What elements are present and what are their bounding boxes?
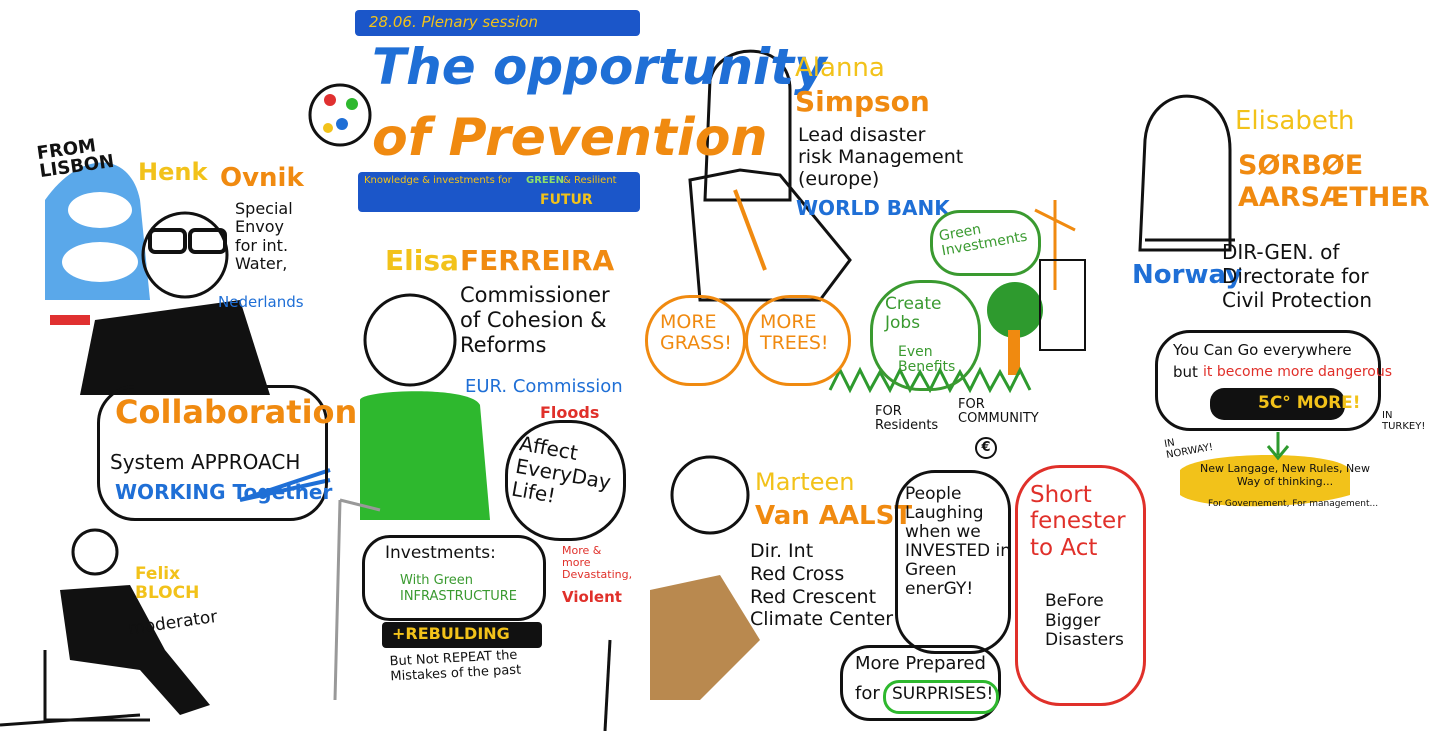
rebuilding-label: +REBULDING	[392, 624, 510, 643]
trees-text: MORE TREES!	[760, 311, 829, 354]
marteen-head	[670, 455, 750, 535]
henk-suit	[80, 300, 270, 395]
henk-head	[141, 211, 229, 299]
subtitle-banner: Knowledge & investments for GREEN & Resi…	[358, 172, 640, 212]
felix-name: Felix BLOCH	[135, 564, 200, 603]
felix-suit	[60, 585, 210, 715]
globe-icon	[308, 83, 372, 147]
marteen-jacket	[650, 575, 760, 700]
in-turkey-text: IN TURKEY!	[1382, 410, 1426, 432]
short-window-text: Short fenester to Act	[1030, 482, 1126, 561]
even-benefits-text: Even Benefits	[898, 344, 956, 376]
investments-title: Investments:	[385, 543, 496, 563]
new-ways-text: New Langage, New Rules, New Way of think…	[1200, 462, 1370, 489]
laughing-text: People Laughing when we INVESTED in Gree…	[905, 484, 1012, 600]
down-arrow-icon	[1266, 432, 1290, 461]
elisa-role: Commissioner of Cohesion & Reforms	[460, 283, 610, 358]
collaboration-title: Collaboration	[115, 393, 358, 431]
investments-bubble	[362, 535, 546, 621]
session-label: 28.06. Plenary session	[369, 13, 538, 31]
prepared-text: More Prepared	[855, 653, 986, 674]
elisabeth-last-name: SØRBØE AARSÆTHER	[1238, 150, 1429, 214]
violent-text-a: More & more Devastating,	[562, 544, 633, 582]
investments-green: With Green INFRASTRUCTURE	[400, 573, 517, 604]
grass-text: MORE GRASS!	[660, 311, 732, 354]
page-title-line1: The opportunity	[372, 38, 827, 96]
before-disasters-text: BeFore Bigger Disasters	[1045, 591, 1124, 651]
henk-line1: System APPROACH	[110, 450, 301, 474]
elisabeth-country: Norway	[1132, 260, 1243, 290]
create-jobs-text: Create Jobs	[885, 294, 942, 333]
surprises-text: SURPRISES!	[892, 684, 994, 704]
prepared-for: for	[855, 683, 880, 704]
red-mark	[50, 315, 90, 325]
felix-head	[71, 528, 119, 576]
short-window-bubble	[1015, 465, 1146, 706]
henk-line2: WORKING Together	[115, 480, 333, 504]
rebuilding-banner: +REBULDING	[382, 622, 542, 648]
governement-text: For Governement, For management...	[1208, 499, 1379, 509]
cloud-shape-2	[62, 242, 138, 282]
henk-last-name: Ovnik	[220, 163, 304, 193]
page-title-line2: of Prevention	[372, 108, 768, 168]
everywhere-text: You Can Go everywhere	[1173, 341, 1352, 359]
violent-text-b: Violent	[562, 588, 622, 606]
tree-icon	[987, 282, 1043, 338]
jobs-bubble	[870, 280, 981, 391]
yellow-highlight	[1180, 455, 1350, 507]
floods-label: Floods	[540, 403, 600, 422]
elisa-org: EUR. Commission	[465, 376, 623, 397]
windmill-icon	[1034, 200, 1076, 290]
temp-banner: 5C° MORE!	[1210, 388, 1361, 420]
cloud-shape	[68, 192, 132, 228]
subtitle-text: Knowledge & investments for	[364, 175, 512, 186]
session-banner: 28.06. Plenary session	[355, 10, 640, 36]
marteen-first-name: Marteen	[755, 468, 855, 496]
subtitle-green: GREEN	[526, 175, 564, 186]
alanna-head	[703, 49, 792, 202]
affect-bubble	[505, 420, 626, 541]
but-text: but	[1173, 363, 1198, 381]
dangerous-text: it become more dangerous	[1203, 364, 1393, 380]
temp-label: 5C° MORE!	[1258, 393, 1361, 413]
alanna-role: Lead disaster risk Management (europe)	[798, 124, 964, 190]
elisabeth-head	[1138, 94, 1232, 252]
elisa-last-name: FERREIRA	[460, 244, 615, 277]
surprises-highlight	[883, 680, 999, 714]
marteen-role: Dir. Int Red Cross Red Crescent Climate …	[750, 540, 894, 631]
green-investments-bubble	[930, 210, 1041, 276]
henk-country: Nederlands	[218, 293, 304, 311]
henk-role: Special Envoy for int. Water,	[235, 199, 293, 274]
alanna-last-name: Simpson	[795, 85, 930, 118]
grass-bubble	[645, 295, 746, 386]
for-residents-text: FOR Residents	[875, 404, 939, 434]
henk-first-name: Henk	[138, 158, 208, 186]
subtitle-futur: FUTUR	[540, 192, 593, 208]
alanna-body	[688, 168, 852, 302]
trees-bubble	[745, 295, 851, 386]
elisa-first-name: Elisa	[385, 244, 459, 277]
dangerous-bubble	[1155, 330, 1381, 431]
elisa-jacket	[360, 391, 490, 520]
collaboration-bubble	[97, 385, 328, 521]
laughing-bubble	[895, 470, 1011, 654]
alanna-org: WORLD BANK	[796, 196, 950, 220]
elisa-head	[363, 293, 457, 387]
alanna-first-name: Alanna	[795, 53, 885, 83]
elisabeth-role: DIR-GEN. of Directorate for Civil Protec…	[1222, 240, 1373, 312]
prepared-bubble	[840, 645, 1001, 721]
for-community-text: FOR COMMUNITY	[958, 397, 1039, 427]
euro-icon: €	[975, 437, 997, 459]
marteen-last-name: Van AALST	[755, 501, 913, 531]
subtitle-resilient: & Resilient	[563, 175, 617, 186]
elisabeth-first-name: Elisabeth	[1235, 106, 1355, 136]
